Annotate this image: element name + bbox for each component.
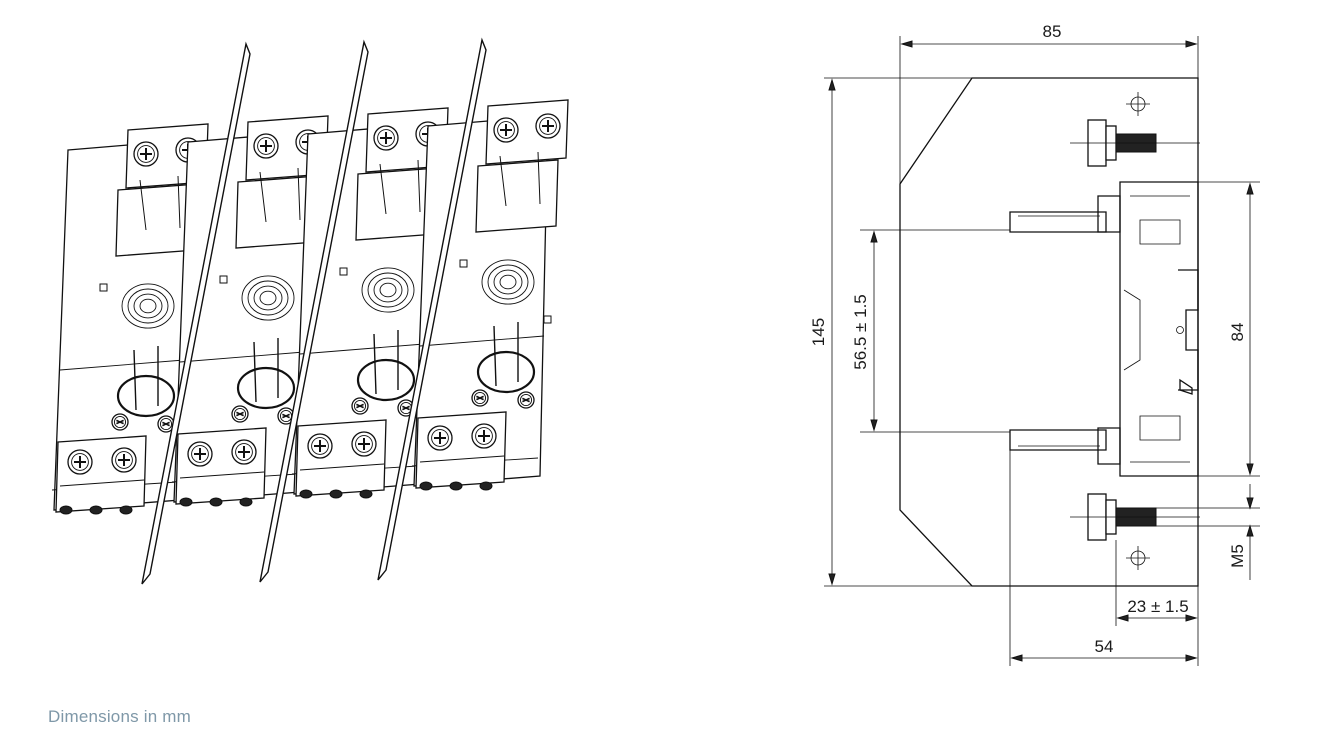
dim-56-5-label: 56.5 ± 1.5 [851,294,870,370]
dim-23: 23 ± 1.5 [1115,540,1199,626]
phase-barrier [377,37,487,581]
dim-84-label: 84 [1228,323,1247,342]
dim-145-label: 145 [809,318,828,346]
dim-m5-label: M5 [1228,544,1247,568]
fuse-module [171,115,329,507]
dimension-drawing: 85 145 56.5 ± 1.5 84 M5 23 ± 1.5 [809,22,1260,666]
dim-m5: M5 [1156,484,1260,580]
fuse-base-modules [51,37,569,585]
terminal-screw-top [1070,119,1200,167]
dim-85-label: 85 [1043,22,1062,41]
mounting-hole-bottom [1126,546,1150,570]
fuse-module [51,123,209,515]
dim-23-label: 23 ± 1.5 [1127,597,1188,616]
dim-56-5: 56.5 ± 1.5 [851,229,1010,433]
mounting-hole-top [1126,92,1150,116]
terminal-screw-bottom [1070,493,1200,541]
phase-barrier [259,39,369,583]
contact-blade-bottom [1009,429,1107,451]
dim-145: 145 [809,77,972,587]
dim-54-label: 54 [1095,637,1114,656]
contact-blade-top [1009,211,1107,233]
dim-84: 84 [1198,181,1260,477]
caption: Dimensions in mm [48,707,192,726]
isometric-fuse-base-view [51,37,569,585]
phase-barrier [141,41,251,585]
fuse-module [291,107,449,499]
dim-85: 85 [899,22,1199,184]
dim-54: 54 [1009,450,1199,666]
